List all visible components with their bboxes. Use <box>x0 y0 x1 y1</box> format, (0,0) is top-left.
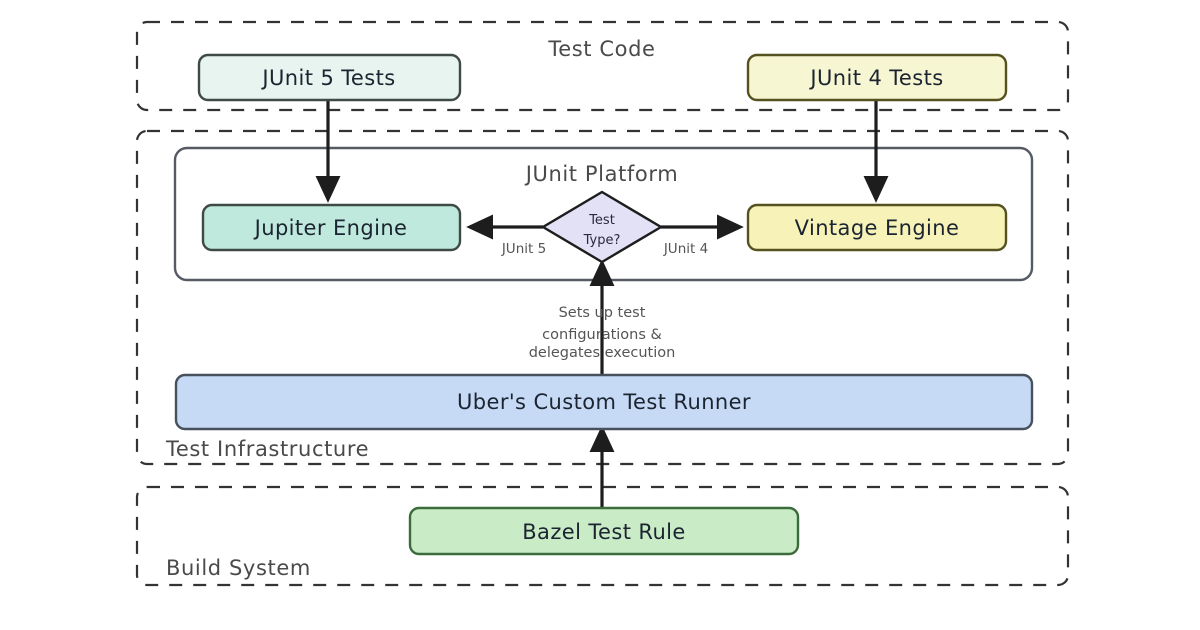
node-junit4-tests-shape <box>746 53 1008 102</box>
edge-note-line-1: Sets up test <box>559 305 646 321</box>
node-test-type[interactable]: Test Type? <box>540 190 664 264</box>
node-test-runner[interactable]: Uber's Custom Test Runner <box>174 373 1034 431</box>
group-test-code-label: Test Code <box>547 37 655 61</box>
node-junit5-tests-shape <box>197 53 462 102</box>
node-bazel-rule-label: Bazel Test Rule <box>522 520 685 544</box>
node-test-type-shape <box>540 190 664 264</box>
node-jupiter-engine-shape <box>201 203 462 252</box>
edge-note-line-2: configurations & <box>542 327 662 343</box>
group-test-code <box>135 20 1070 112</box>
node-test-runner-shape <box>174 373 1034 431</box>
node-test-runner-label: Uber's Custom Test Runner <box>457 390 751 414</box>
node-test-type-label-line2: Type? <box>583 233 621 248</box>
node-vintage-engine-shape <box>746 203 1008 252</box>
node-bazel-rule[interactable]: Bazel Test Rule <box>408 506 800 556</box>
node-bazel-rule-shape <box>408 506 800 556</box>
group-build-system <box>135 485 1070 587</box>
group-build-system-label: Build System <box>166 556 311 580</box>
node-test-type-label-line1: Test <box>588 213 615 228</box>
edge-label-junit4: JUnit 4 <box>663 241 708 257</box>
node-junit4-tests-label: JUnit 4 Tests <box>808 66 943 90</box>
node-junit5-tests-label: JUnit 5 Tests <box>260 66 395 90</box>
node-vintage-engine[interactable]: Vintage Engine <box>746 203 1008 252</box>
subgraph-junit-platform-label: JUnit Platform <box>524 162 679 186</box>
node-vintage-engine-label: Vintage Engine <box>795 216 960 240</box>
edge-label-junit5: JUnit 5 <box>501 241 546 257</box>
edge-note-line-3: delegates execution <box>529 345 676 361</box>
node-jupiter-engine-label: Jupiter Engine <box>253 216 408 240</box>
group-test-infrastructure-label: Test Infrastructure <box>165 437 369 461</box>
node-jupiter-engine[interactable]: Jupiter Engine <box>201 203 462 252</box>
node-junit5-tests[interactable]: JUnit 5 Tests <box>197 53 462 102</box>
node-junit4-tests[interactable]: JUnit 4 Tests <box>746 53 1008 102</box>
